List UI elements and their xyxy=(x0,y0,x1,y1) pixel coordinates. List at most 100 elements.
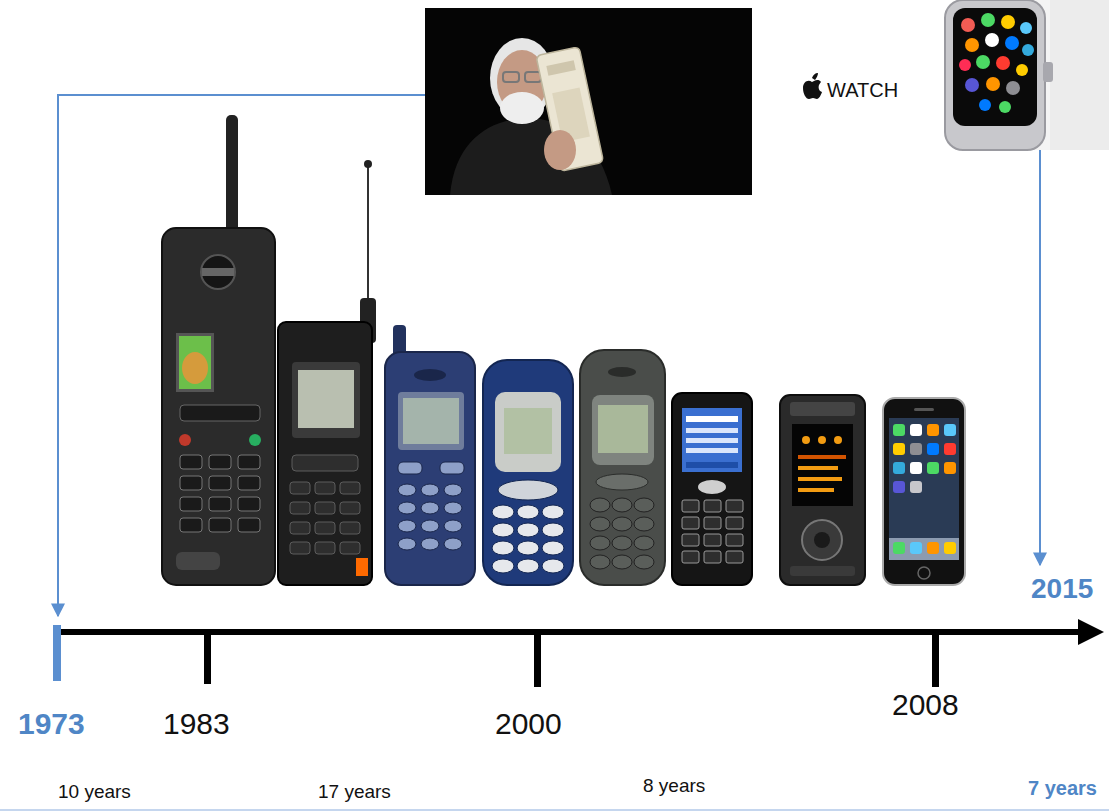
apple-watch-part-part xyxy=(965,78,979,92)
phone-nokia-3310-part-part xyxy=(492,541,514,555)
phone-nokia-antenna-part xyxy=(367,165,369,320)
phone-iphone-part-part xyxy=(927,443,939,455)
phone-brick-part xyxy=(201,255,235,289)
phone-siemens-part xyxy=(398,392,464,450)
phone-nokia-antenna-part xyxy=(298,370,354,428)
phone-brick-part-part xyxy=(209,455,231,469)
time-axis-part xyxy=(1078,619,1104,645)
phone-nokia-3310-part xyxy=(498,480,558,500)
apple-watch-part-part xyxy=(976,55,990,69)
phone-smartphone-part xyxy=(686,448,738,453)
apple-watch-part-part xyxy=(1005,36,1019,50)
phone-siemens-part-part xyxy=(444,484,462,496)
phone-siemens-part-part xyxy=(444,538,462,550)
apple-watch-part-part xyxy=(979,99,991,111)
phone-nokia-grey-part-part xyxy=(590,536,610,550)
apple-watch-part-part xyxy=(1022,44,1034,56)
time-axis-part xyxy=(932,629,939,687)
phone-smartphone-part-part xyxy=(704,551,721,563)
phone-iphone-part-part xyxy=(927,424,939,436)
time-axis xyxy=(53,619,1104,687)
phone-siemens-part-part xyxy=(398,462,422,474)
phone-iphone-part-part xyxy=(944,424,956,436)
phone-nokia-antenna-part xyxy=(356,558,368,576)
phone-nokia-3310-part-part xyxy=(492,523,514,537)
phone-nokia-3310-part-part xyxy=(517,505,539,519)
bottom-rule xyxy=(0,809,1109,811)
phone-nokia-grey-part-part xyxy=(590,517,610,531)
leader-arrow xyxy=(1039,150,1041,565)
time-axis-part xyxy=(534,629,541,687)
inventor-photo-part xyxy=(500,92,544,124)
phone-brick-part xyxy=(179,434,191,446)
phone-siemens xyxy=(385,325,475,585)
phone-siemens-part-part xyxy=(444,502,462,514)
phone-nokia-antenna-part-part xyxy=(315,522,335,534)
phone-nokia-antenna-part xyxy=(292,362,360,438)
phone-siemens-part-part xyxy=(421,538,439,550)
phone-nokia-antenna-part xyxy=(364,160,372,168)
phone-nokia-antenna-part-part xyxy=(290,542,310,554)
apple-watch-part-part xyxy=(996,56,1010,70)
phone-brick-part xyxy=(176,333,214,392)
phone-smartphone-part xyxy=(698,480,726,494)
phone-brick-part xyxy=(249,434,261,446)
phone-siemens-part-part xyxy=(444,520,462,532)
apple-watch-part-part xyxy=(981,13,995,27)
apple-watch-part-part xyxy=(1020,22,1032,34)
leader-arrow xyxy=(58,95,425,616)
phone-siemens-part-part xyxy=(421,484,439,496)
phone-brick-part-part xyxy=(180,497,202,511)
phone-nokia-grey-part-part xyxy=(612,498,632,512)
phone-brick-part xyxy=(179,336,211,389)
phone-walkman-part xyxy=(780,395,865,585)
apple-watch-part xyxy=(1050,0,1109,150)
phone-iphone-part-part xyxy=(944,443,956,455)
inventor-photo-part xyxy=(536,47,604,172)
phone-nokia-antenna-part xyxy=(278,322,372,585)
phone-brick-part-part xyxy=(209,497,231,511)
apple-watch-part-part xyxy=(999,101,1011,113)
phone-iphone-part-part xyxy=(893,443,905,455)
apple-watch-part-part xyxy=(985,33,999,47)
phone-iphone-part-part xyxy=(910,542,922,554)
apple-watch-part xyxy=(945,0,1045,150)
phone-nokia-antenna-part xyxy=(290,455,360,554)
inventor-photo-part xyxy=(525,72,541,82)
phone-smartphone-part-part xyxy=(704,500,721,512)
phone-nokia-grey-part-part xyxy=(634,536,654,550)
phone-smartphone-part-part xyxy=(726,517,743,529)
year-label: 2015 xyxy=(1031,574,1093,605)
phone-iphone-part-part xyxy=(893,542,905,554)
phone-nokia-grey-part-part xyxy=(634,555,654,569)
phone-siemens-part-part xyxy=(398,538,416,550)
phone-nokia-grey-part xyxy=(596,474,648,490)
phone-siemens-part xyxy=(414,369,446,381)
phone-smartphone-part xyxy=(686,462,738,468)
phone-smartphone-part-part xyxy=(682,534,699,546)
phone-smartphone-part-part xyxy=(682,517,699,529)
apple-logo xyxy=(803,73,822,99)
interval-label: 7 years xyxy=(1028,777,1097,799)
phone-nokia-antenna-part-part xyxy=(315,542,335,554)
inventor-photo-part xyxy=(544,130,576,170)
apple-watch-part-part xyxy=(1006,81,1020,95)
inventor-photo xyxy=(425,8,752,195)
phone-iphone-part-part xyxy=(889,538,959,560)
inventor-photo-part xyxy=(503,72,519,82)
phone-brick-part-part xyxy=(238,455,260,469)
phone-nokia-grey-part xyxy=(590,498,654,569)
inventor-photo-part-part xyxy=(536,47,604,172)
phone-nokia-antenna-part-part xyxy=(290,502,310,514)
phone-brick-part xyxy=(226,115,238,240)
phone-smartphone-part-part xyxy=(726,534,743,546)
phone-iphone-part xyxy=(883,398,965,585)
phone-walkman-part xyxy=(790,402,855,416)
phone-brick-part xyxy=(202,268,234,276)
phone-nokia-grey-part xyxy=(580,350,665,585)
phone-iphone-part-part xyxy=(910,481,922,493)
phone-smartphone-part xyxy=(686,428,738,433)
phone-walkman-part xyxy=(798,488,834,492)
apple-watch-part xyxy=(959,13,1034,113)
apple-watch-part xyxy=(1043,62,1053,82)
